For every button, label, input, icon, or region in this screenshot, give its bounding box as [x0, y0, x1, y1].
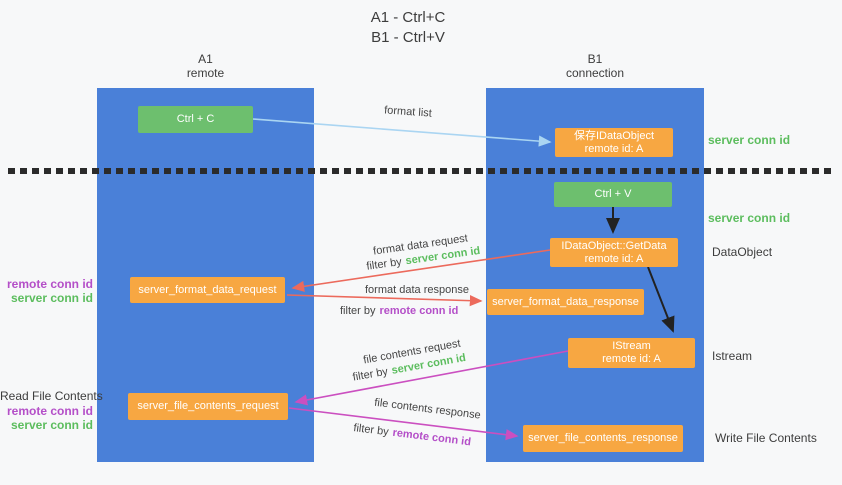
- lifeline-header-b1: B1 connection: [486, 52, 704, 80]
- lifeline-b1-role: connection: [565, 66, 625, 80]
- save-idataobject-line2: remote id: A: [584, 142, 644, 155]
- dataobject-annotation: DataObject: [712, 245, 773, 259]
- server-format-data-request-box: server_format_data_request: [130, 277, 285, 303]
- format-list-label: format list: [383, 104, 433, 120]
- server-conn-id-annotation: server conn id: [10, 418, 93, 432]
- diagram-title: A1 - Ctrl+C B1 - Ctrl+V: [308, 8, 508, 48]
- write-file-contents-annotation: Write File Contents: [715, 431, 817, 445]
- istream-line2: remote id: A: [602, 353, 661, 365]
- title-line-2: B1 - Ctrl+V: [371, 29, 445, 46]
- format-data-response-label: format data response: [365, 284, 469, 296]
- server-format-data-response-box: server_format_data_response: [487, 289, 644, 315]
- title-line-1: A1 - Ctrl+C: [370, 9, 446, 26]
- remote-conn-id-annotation: remote conn id: [6, 404, 93, 418]
- server-conn-id-annotation: server conn id: [10, 291, 93, 305]
- server-file-contents-request-box: server_file_contents_request: [128, 393, 288, 420]
- remote-conn-id-annotation: remote conn id: [6, 277, 93, 291]
- section-divider-dotted-line: [8, 168, 834, 174]
- server-conn-id-annotation-mid: server conn id: [708, 211, 791, 225]
- format-response-label: server_format_data_response: [492, 295, 639, 308]
- idataobject-getdata-box: IDataObject::GetData remote id: A: [550, 238, 678, 267]
- remote-conn-id-text: remote conn id: [379, 305, 459, 317]
- file-request-label: server_file_contents_request: [137, 400, 279, 412]
- server-conn-id-annotation-top: server conn id: [708, 133, 791, 147]
- ctrl-c-box: Ctrl + C: [138, 106, 253, 133]
- format-request-label: server_format_data_request: [138, 283, 277, 296]
- left-conn-id-stack-top: remote conn id server conn id: [0, 277, 93, 305]
- istream-box: IStream remote id: A: [568, 338, 695, 368]
- server-file-contents-response-box: server_file_contents_response: [523, 425, 683, 452]
- lifeline-b1-name: B1: [587, 52, 603, 66]
- remote-conn-id-text: remote conn id: [391, 426, 472, 449]
- file-response-label: server_file_contents_response: [528, 432, 678, 444]
- filter-by-text: filter by: [352, 422, 390, 439]
- save-idataobject-line1: 保存IDataObject: [573, 129, 655, 142]
- filter-by-text: filter by: [351, 365, 389, 384]
- getdata-line1: IDataObject::GetData: [561, 239, 667, 252]
- lifeline-a1-name: A1: [198, 52, 213, 66]
- ctrl-c-label: Ctrl + C: [176, 113, 215, 125]
- left-conn-id-stack-bottom: remote conn id server conn id: [0, 404, 93, 432]
- filter-by-text: filter by: [365, 255, 403, 273]
- read-file-contents-annotation: Read File Contents: [0, 389, 103, 403]
- istream-annotation: Istream: [712, 349, 753, 363]
- lifeline-header-a1: A1 remote: [97, 52, 314, 80]
- ctrl-v-box: Ctrl + V: [554, 182, 672, 207]
- filter-by-text: filter by: [340, 305, 376, 317]
- getdata-line2: remote id: A: [584, 252, 644, 265]
- istream-line1: IStream: [612, 340, 651, 352]
- ctrl-v-label: Ctrl + V: [594, 188, 632, 200]
- file-contents-response-label: file contents response: [373, 396, 482, 422]
- lifeline-a1-role: remote: [186, 66, 225, 80]
- save-idataobject-box: 保存IDataObject remote id: A: [555, 128, 673, 157]
